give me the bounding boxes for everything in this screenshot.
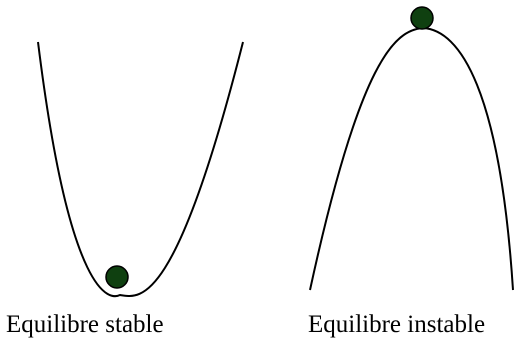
stable-well-curve — [38, 42, 243, 296]
stable-equilibrium-label: Equilibre stable — [6, 312, 164, 337]
unstable-equilibrium-label: Equilibre instable — [308, 312, 485, 337]
unstable-hill-curve — [310, 28, 513, 290]
stable-ball — [106, 266, 128, 288]
unstable-ball — [411, 7, 433, 29]
